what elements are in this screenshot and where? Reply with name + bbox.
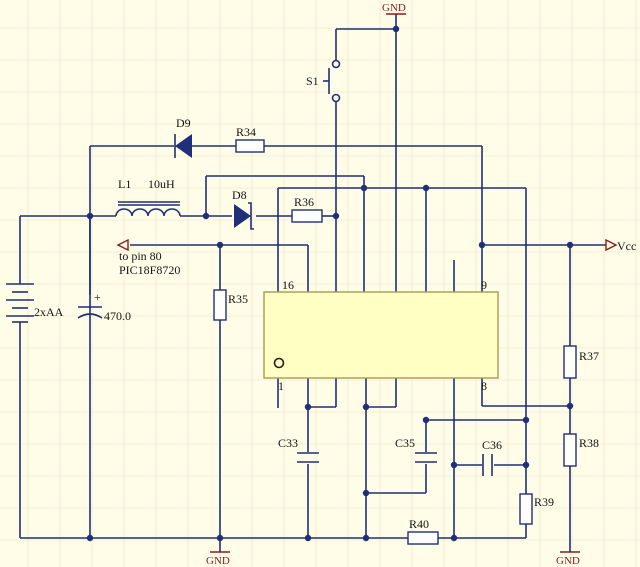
diode-d8[interactable] [234,202,254,230]
l1-value-label: 10uH [148,177,175,191]
resistor-r39[interactable] [519,493,533,525]
r40-label: R40 [409,517,429,531]
r37-label: R37 [579,349,599,363]
gnd-bottom-right-port[interactable]: GND [556,551,580,567]
gnd-bottom-left-label: GND [206,555,230,567]
resistor-r40[interactable] [407,531,439,545]
resistor-r38[interactable] [563,433,577,467]
gnd-bottom-right-label: GND [556,555,580,567]
capacitor-c36[interactable] [482,454,493,476]
pin-ref-line1: to pin 80 [119,249,162,263]
pin1-marker-icon [273,357,285,369]
battery-label: 2xAA [34,305,64,319]
c36-label: C36 [482,438,502,452]
vcc-label: Vcc [617,239,636,253]
pin-9-label: 9 [481,278,487,292]
junctions [86,25,574,542]
r38-label: R38 [579,436,599,450]
resistor-r35[interactable] [213,289,227,321]
pin-1-label: 1 [278,379,284,393]
pin-ref-line2: PIC18F8720 [119,263,180,277]
r36-label: R36 [294,195,314,209]
vcc-port-arrow-icon[interactable] [605,238,618,252]
gnd-bottom-left-port[interactable]: GND [206,551,230,567]
c35-label: C35 [395,436,415,450]
capacitor-c35[interactable] [415,452,437,463]
r34-label: R34 [236,125,256,139]
resistor-r36[interactable] [291,209,323,223]
cap-value-label: 470.0 [104,309,131,323]
pin-8-label: 8 [481,379,487,393]
inductor-l1[interactable] [115,201,181,217]
diode-d9[interactable] [174,134,192,158]
cap-plus-label: + [94,290,101,304]
d9-label: D9 [176,116,191,130]
c33-label: C33 [278,436,298,450]
s1-label: S1 [306,74,319,88]
resistor-r37[interactable] [563,345,577,379]
gnd-top-port[interactable]: GND [382,2,406,15]
d8-label: D8 [232,188,247,202]
pin-16-label: 16 [282,278,294,292]
switch-s1[interactable] [323,59,341,103]
r35-label: R35 [228,292,248,306]
ic-chip[interactable] [263,291,499,379]
l1-label: L1 [118,177,131,191]
capacitor-c33[interactable] [297,452,319,463]
capacitor-470[interactable] [77,306,103,319]
battery-2xaa[interactable] [6,283,34,323]
wires [19,14,606,552]
pin-80-port-arrow-icon[interactable] [116,238,129,252]
r39-label: R39 [534,495,554,509]
resistor-r34[interactable] [235,139,265,153]
gnd-top-label: GND [382,2,406,14]
